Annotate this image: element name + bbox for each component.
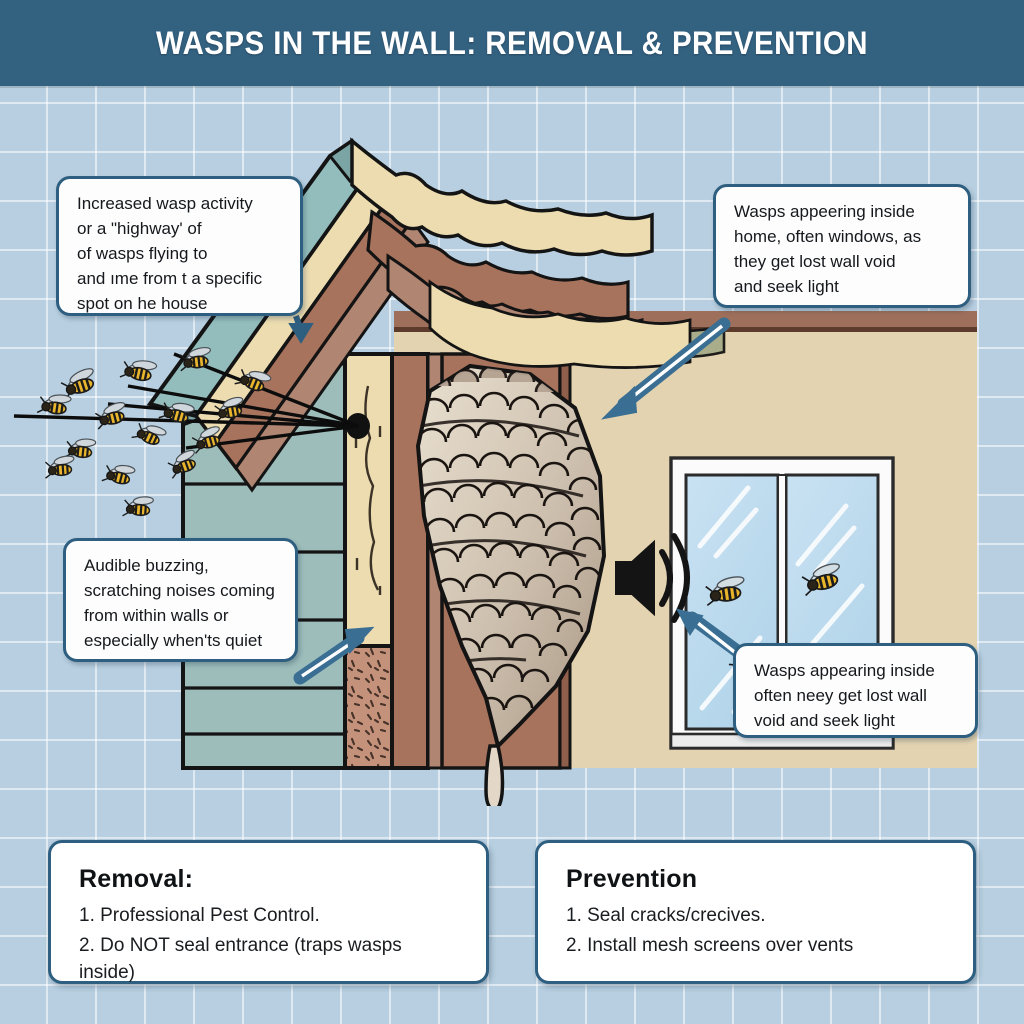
- arrow-noise: [293, 626, 375, 685]
- prevention-step-2: 2. Install mesh screens over vents: [566, 935, 854, 956]
- removal-panel: Removal: 1. Professional Pest Control. 2…: [48, 840, 489, 984]
- callout-wasps-inside-top: Wasps appeering inside home, often windo…: [713, 184, 971, 308]
- callout-wasps-inside-bottom-text: Wasps appearing inside often neey get lo…: [754, 661, 935, 730]
- callout-audible-buzzing: Audible buzzing, scratching noises comin…: [63, 538, 298, 662]
- callout-wasp-activity-text: Increased wasp activity or a "highway' o…: [77, 194, 263, 313]
- arrow-inside-top: [601, 317, 731, 420]
- page-title: WASPS IN THE WALL: REMOVAL & PREVENTION: [156, 24, 868, 61]
- removal-step-2: 2. Do NOT seal entrance (traps wasps ins…: [79, 935, 402, 983]
- arrow-activity: [288, 315, 314, 344]
- callout-wasps-inside-bottom: Wasps appearing inside often neey get lo…: [733, 643, 978, 738]
- prevention-panel: Prevention 1. Seal cracks/crecives. 2. I…: [535, 840, 976, 984]
- wasp-swarm: [36, 346, 272, 517]
- prevention-step-1: 1. Seal cracks/crecives.: [566, 905, 766, 926]
- header-bar: WASPS IN THE WALL: REMOVAL & PREVENTION: [0, 0, 1024, 86]
- callout-wasps-inside-top-text: Wasps appeering inside home, often windo…: [734, 202, 922, 296]
- prevention-panel-title: Prevention: [566, 865, 698, 893]
- callout-wasp-activity: Increased wasp activity or a "highway' o…: [56, 176, 303, 316]
- callout-audible-buzzing-text: Audible buzzing, scratching noises comin…: [84, 556, 275, 650]
- wasp-nest: [415, 363, 607, 806]
- removal-step-1: 1. Professional Pest Control.: [79, 905, 320, 926]
- removal-panel-title: Removal:: [79, 865, 194, 893]
